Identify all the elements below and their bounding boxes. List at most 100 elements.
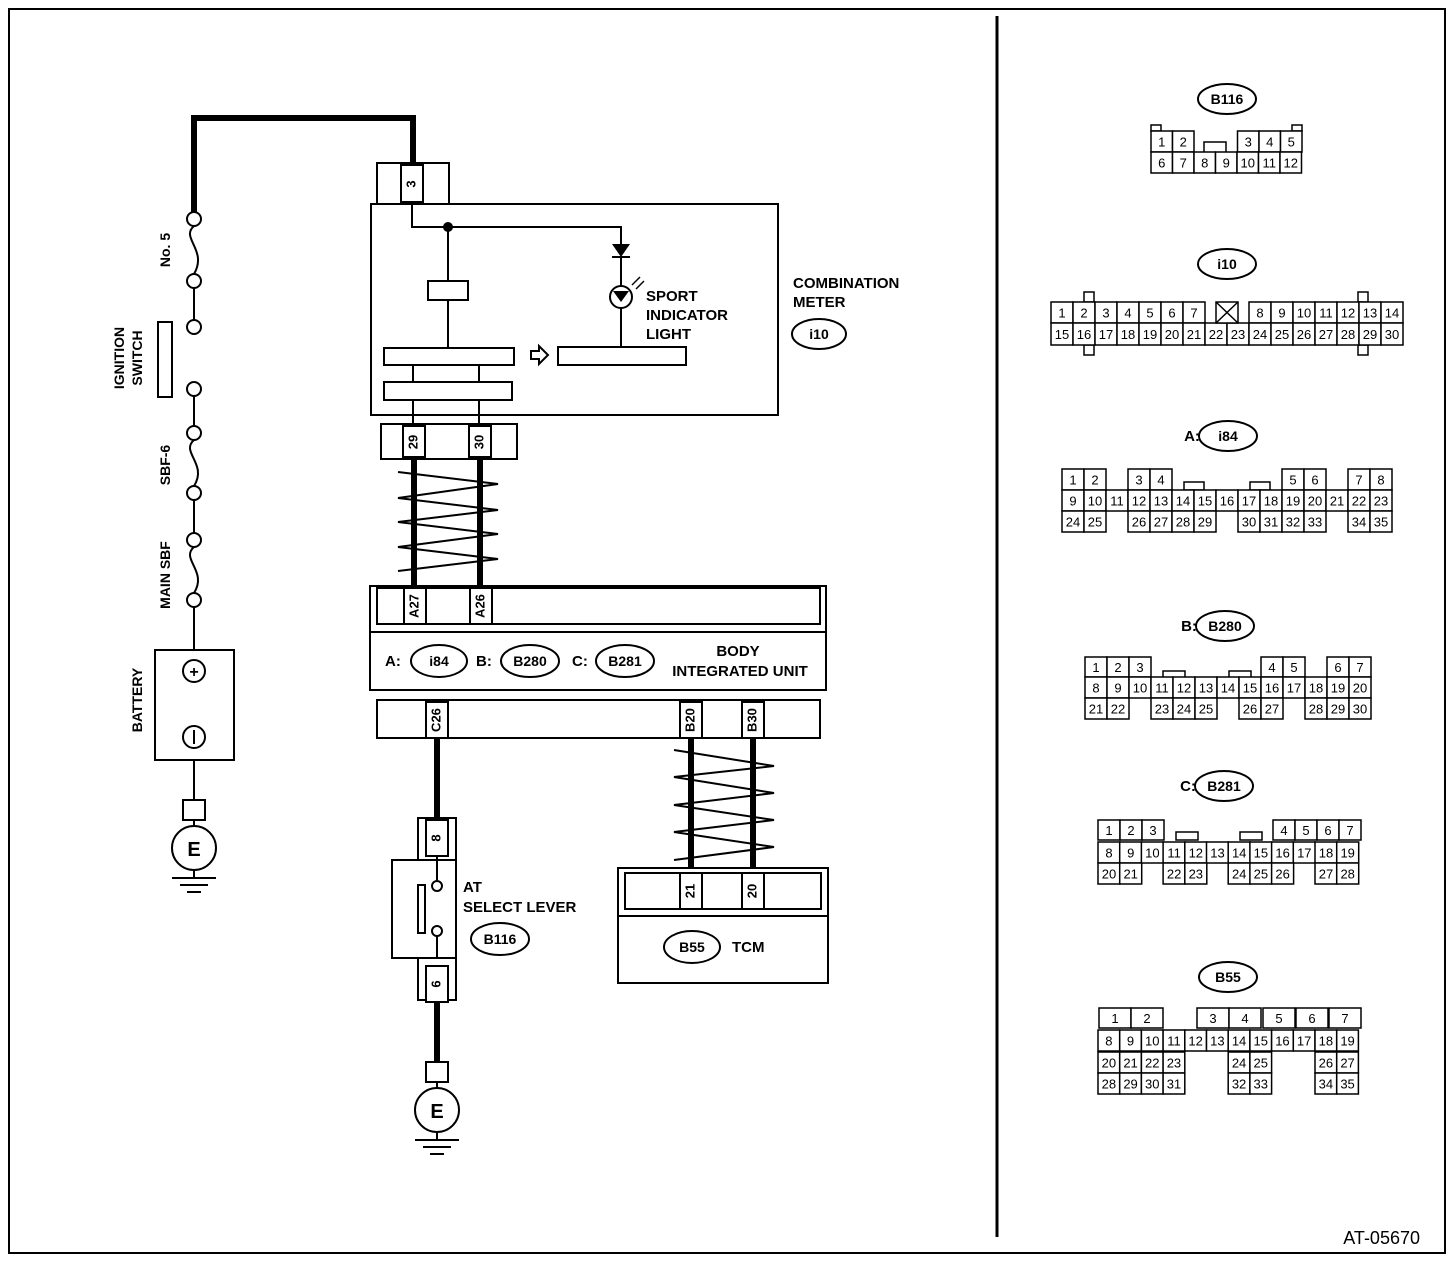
pin-number: 25: [1254, 1056, 1268, 1071]
pin-number: 25: [1199, 702, 1213, 717]
pin-number: 21: [1187, 327, 1201, 342]
pin-number: 12: [1341, 306, 1355, 321]
pin-number: 24: [1066, 515, 1080, 530]
pin-number: 9: [1127, 1034, 1134, 1049]
tcm: 21 20 B55 TCM: [617, 867, 829, 984]
svg-text:TCM: TCM: [732, 939, 765, 956]
svg-text:IGNITION: IGNITION: [111, 327, 127, 389]
pin-number: 7: [1190, 306, 1197, 321]
pin-number: 21: [1123, 867, 1137, 882]
connector-id: B281: [1207, 778, 1241, 794]
pin-number: 23: [1231, 327, 1245, 342]
pin-number: 7: [1355, 473, 1362, 488]
id-b281-badge: [595, 644, 655, 678]
svg-text:B116: B116: [484, 931, 517, 947]
main-sbf-fuse: [186, 532, 202, 608]
pin-number: 8: [1105, 846, 1112, 861]
pin-number: 31: [1264, 515, 1278, 530]
pin-number: 12: [1177, 681, 1191, 696]
pin-number: 6: [1168, 306, 1175, 321]
pin-number: 6: [1334, 660, 1341, 675]
pin-number: 14: [1221, 681, 1235, 696]
pin-cell: [1249, 1072, 1273, 1095]
figure-id: AT-05670: [1343, 1228, 1420, 1248]
pin-number: 22: [1111, 702, 1125, 717]
pin-cell: [1270, 862, 1295, 885]
pin-number: 13: [1363, 306, 1377, 321]
sbf6-fuse: [186, 425, 202, 501]
pin-cell: [1083, 510, 1107, 533]
ground-at-lever: E: [414, 1061, 460, 1155]
id-b116-badge: [470, 922, 530, 956]
pin-number: 7: [1180, 156, 1187, 171]
id-b280-badge: [500, 644, 560, 678]
svg-text:21: 21: [682, 884, 697, 898]
pin-number: 2: [1127, 823, 1134, 838]
main-sbf-label: MAIN SBF: [157, 541, 173, 609]
pin-number: 23: [1167, 1056, 1181, 1071]
connector-id: B116: [1211, 91, 1244, 107]
pin-number: 19: [1286, 494, 1300, 509]
pin-number: 28: [1176, 515, 1190, 530]
pin-number: 26: [1243, 702, 1257, 717]
blank-cavity-x: [1215, 301, 1239, 324]
connector-prefix: B:: [1181, 618, 1197, 635]
pin-number: 11: [1110, 494, 1124, 509]
svg-text:30: 30: [471, 435, 486, 449]
pin-number: 13: [1199, 681, 1213, 696]
svg-text:B280: B280: [513, 653, 547, 669]
pin-number: 5: [1289, 473, 1296, 488]
pin-number: 2: [1080, 306, 1087, 321]
pin-number: 1: [1058, 306, 1065, 321]
pin-number: 1: [1111, 1011, 1118, 1026]
pin-number: 10: [1241, 156, 1255, 171]
connector-id-badge: [1198, 961, 1258, 993]
connector-prefix: C:: [1180, 778, 1196, 795]
pin-cell: [1303, 510, 1327, 533]
pin-number: 33: [1308, 515, 1322, 530]
pin-number: 20: [1308, 494, 1322, 509]
pin-number: 11: [1167, 846, 1181, 861]
pin-number: 27: [1154, 515, 1168, 530]
svg-text:i84: i84: [429, 653, 449, 669]
svg-text:29: 29: [405, 435, 420, 449]
twisted-pair-tcm: [673, 738, 775, 873]
pin-cell: [1194, 697, 1218, 720]
power-wire: [191, 115, 416, 219]
pin-number: 7: [1341, 1011, 1348, 1026]
pin-number: 18: [1309, 681, 1323, 696]
connector-latch: [1150, 124, 1162, 132]
pin-number: 12: [1189, 846, 1203, 861]
pin-number: 17: [1297, 1034, 1311, 1049]
pin-number: 19: [1331, 681, 1345, 696]
at-select-lever: 8 6: [391, 738, 457, 1062]
pin-number: 18: [1264, 494, 1278, 509]
pin-number: 24: [1232, 1056, 1246, 1071]
pin-number: 3: [1136, 660, 1143, 675]
pin-number: 19: [1143, 327, 1157, 342]
pin-number: 30: [1145, 1077, 1159, 1092]
pin-number: 14: [1232, 1034, 1246, 1049]
svg-text:B20: B20: [682, 708, 697, 732]
pin-number: 26: [1275, 867, 1289, 882]
pin-number: 3: [1135, 473, 1142, 488]
svg-text:AT: AT: [463, 879, 482, 896]
pin-number: 16: [1275, 1034, 1289, 1049]
pin-number: 2: [1143, 1011, 1150, 1026]
pin-number: 15: [1055, 327, 1069, 342]
pin-number: 6: [1308, 1011, 1315, 1026]
pin-number: 35: [1374, 515, 1388, 530]
pin-number: 19: [1340, 1034, 1354, 1049]
pin-number: 1: [1158, 135, 1165, 150]
meter-bottom-connector: 29 30: [380, 423, 518, 460]
pin-number: 29: [1123, 1077, 1137, 1092]
svg-text:A26: A26: [472, 594, 487, 618]
svg-text:B281: B281: [608, 653, 642, 669]
svg-text:SPORT: SPORT: [646, 288, 698, 305]
connector-id: i84: [1218, 428, 1238, 444]
pin-number: 23: [1155, 702, 1169, 717]
pin-number: 12: [1132, 494, 1146, 509]
